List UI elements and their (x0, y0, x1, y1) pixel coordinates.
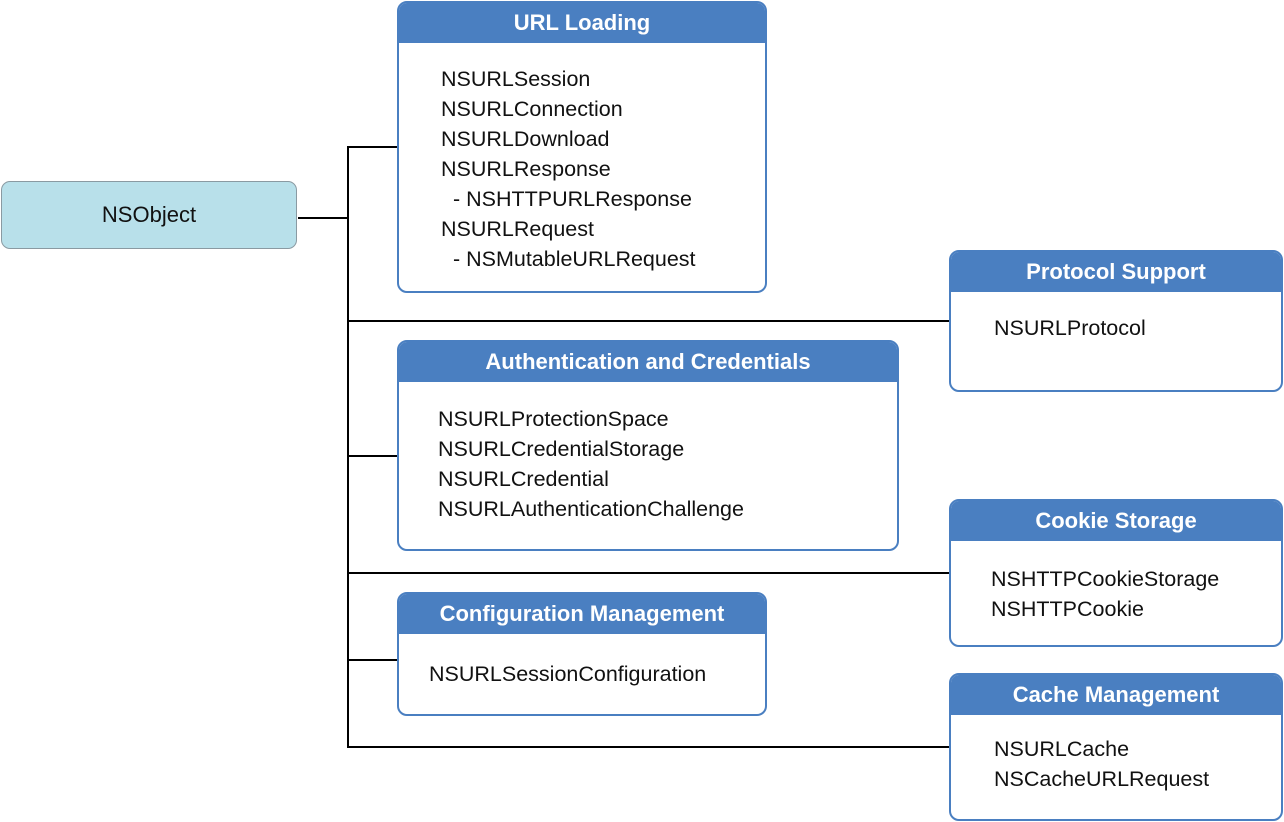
class-item: NSURLSession (441, 67, 591, 91)
group-protocol-support: Protocol Support NSURLProtocol (949, 250, 1283, 392)
subclass-item: - NSMutableURLRequest (441, 247, 696, 271)
class-item: NSURLCredentialStorage (438, 437, 685, 461)
group-item-list: NSHTTPCookieStorage NSHTTPCookie (991, 564, 1219, 624)
group-item-list: NSURLSession NSURLConnection NSURLDownlo… (441, 64, 696, 274)
group-cookie-storage: Cookie Storage NSHTTPCookieStorage NSHTT… (949, 499, 1283, 647)
class-item: NSURLProtocol (994, 316, 1146, 340)
class-item: NSURLResponse (441, 157, 611, 181)
group-title: Authentication and Credentials (399, 342, 897, 382)
class-item: NSURLSessionConfiguration (429, 662, 707, 686)
group-title: Configuration Management (399, 594, 765, 634)
class-item: NSURLConnection (441, 97, 623, 121)
subclass-item: - NSHTTPURLResponse (441, 187, 692, 211)
root-label: NSObject (101, 202, 197, 227)
class-item: NSHTTPCookie (991, 597, 1144, 621)
group-item-list: NSURLProtocol (994, 313, 1146, 343)
group-authentication: Authentication and Credentials NSURLProt… (397, 340, 899, 551)
class-item: NSURLCache (994, 737, 1130, 761)
group-cache-management: Cache Management NSURLCache NSCacheURLRe… (949, 673, 1283, 821)
group-title: Protocol Support (951, 252, 1281, 292)
group-item-list: NSURLCache NSCacheURLRequest (994, 734, 1209, 794)
class-item: NSCacheURLRequest (994, 767, 1210, 791)
group-title: URL Loading (399, 3, 765, 43)
group-url-loading: URL Loading NSURLSession NSURLConnection… (397, 1, 767, 293)
group-configuration: Configuration Management NSURLSessionCon… (397, 592, 767, 716)
class-item: NSURLDownload (441, 127, 610, 151)
class-item: NSURLAuthenticationChallenge (438, 497, 744, 521)
class-item: NSHTTPCookieStorage (991, 567, 1220, 591)
group-title: Cache Management (951, 675, 1281, 715)
nsobject-root-node: NSObject (1, 181, 297, 249)
class-item: NSURLCredential (438, 467, 609, 491)
class-item: NSURLProtectionSpace (438, 407, 669, 431)
group-item-list: NSURLProtectionSpace NSURLCredentialStor… (438, 404, 744, 524)
group-title: Cookie Storage (951, 501, 1281, 541)
class-item: NSURLRequest (441, 217, 594, 241)
group-item-list: NSURLSessionConfiguration (429, 659, 706, 689)
